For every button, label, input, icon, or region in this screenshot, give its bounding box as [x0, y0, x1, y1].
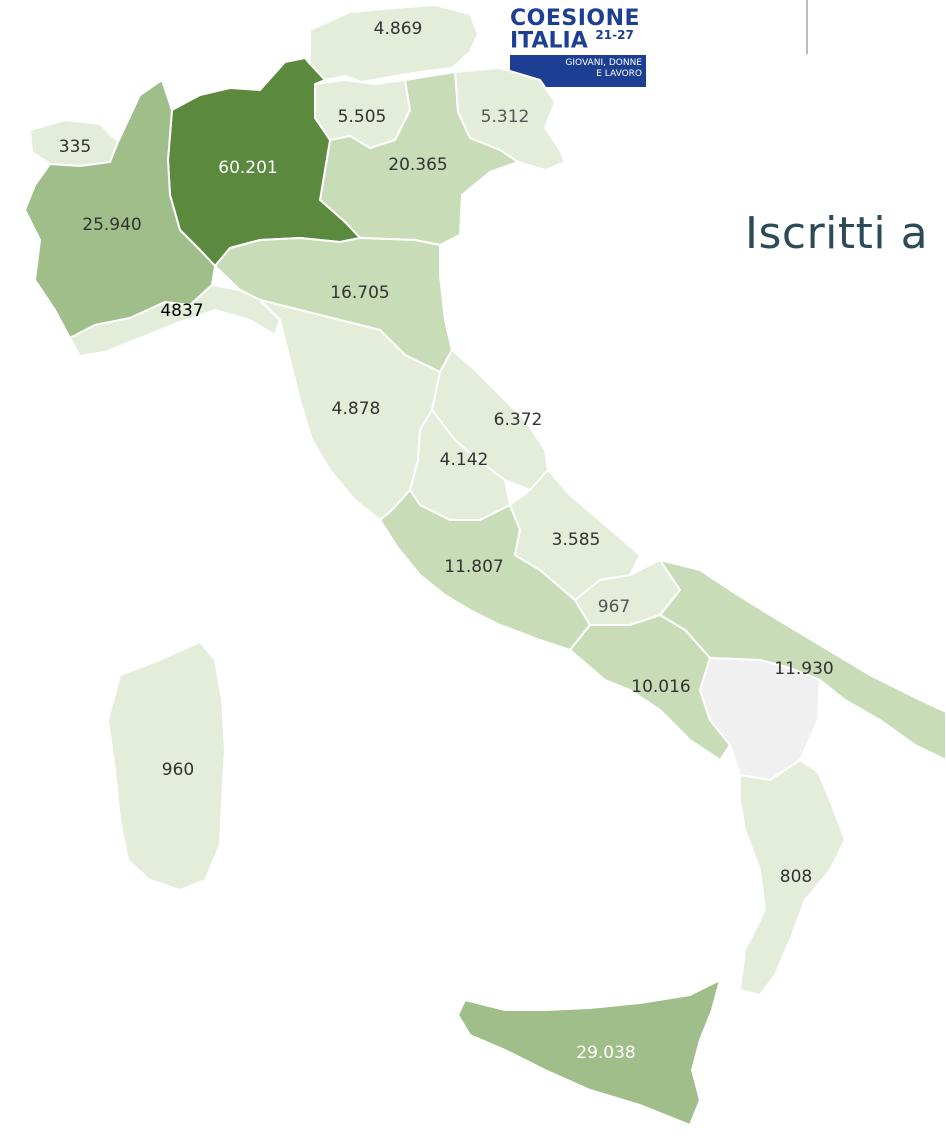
label-piemonte: 25.940	[82, 215, 141, 235]
header-divider	[806, 0, 808, 54]
label-umbria: 4.142	[440, 450, 489, 470]
label-bolzano: 4.869	[374, 19, 423, 39]
label-toscana: 4.878	[332, 399, 381, 419]
page-title: Iscritti a	[745, 208, 929, 259]
logo-tagline: GIOVANI, DONNE E LAVORO	[565, 58, 642, 80]
label-marche: 6.372	[494, 410, 543, 430]
label-calabria: 808	[780, 867, 812, 887]
label-emilia-romagna: 16.705	[330, 283, 389, 303]
label-molise: 967	[598, 597, 630, 617]
logo-tagline-1: GIOVANI, DONNE	[565, 58, 642, 68]
region-calabria[interactable]	[739, 759, 846, 996]
label-lombardia: 60.201	[218, 158, 277, 178]
label-lazio: 11.807	[444, 557, 503, 577]
region-bolzano[interactable]	[309, 4, 479, 83]
label-abruzzo: 3.585	[552, 530, 601, 550]
label-liguria: 4837	[160, 301, 203, 321]
logo-line-1: COESIONE	[510, 6, 641, 31]
region-piemonte[interactable]	[24, 79, 216, 339]
logo-line-2-text: ITALIA	[510, 28, 588, 54]
label-sicilia: 29.038	[576, 1043, 635, 1063]
region-sicilia[interactable]	[457, 979, 721, 1126]
logo-years: 21-27	[595, 28, 634, 42]
label-valle-daosta: 335	[59, 137, 91, 157]
label-sardegna: 960	[162, 760, 194, 780]
label-trento: 5.505	[338, 107, 387, 127]
region-sardegna[interactable]	[107, 641, 226, 891]
label-friuli: 5.312	[481, 107, 530, 127]
logo-tagline-2: E LAVORO	[596, 69, 642, 79]
logo-line-2: ITALIA 21-27	[510, 28, 634, 53]
coesione-italia-logo: COESIONE ITALIA 21-27 GIOVANI, DONNE E L…	[510, 6, 646, 87]
label-veneto: 20.365	[388, 155, 447, 175]
label-puglia: 11.930	[774, 659, 833, 679]
label-campania: 10.016	[631, 677, 690, 697]
